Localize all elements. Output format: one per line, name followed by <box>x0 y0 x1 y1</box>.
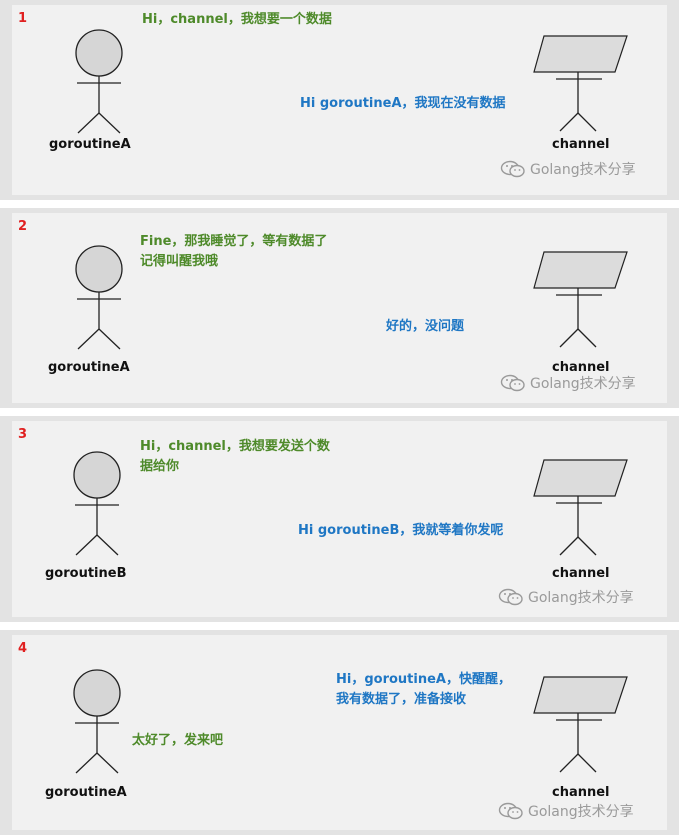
actor-message-line: Hi，channel，我想要一个数据 <box>142 12 332 27</box>
channel-label: channel <box>552 137 610 152</box>
channel-figure <box>533 676 628 773</box>
figure-head <box>73 669 121 717</box>
channel-box <box>533 676 628 714</box>
watermark: Golang技术分享 <box>498 587 634 607</box>
watermark-text: Golang技术分享 <box>528 804 634 820</box>
figure-right-leg <box>96 534 119 556</box>
figure-left-leg <box>75 752 98 774</box>
actor-message: Fine，那我睡觉了，等有数据了 记得叫醒我哦 <box>140 232 327 272</box>
actor-message: 太好了，发来吧 <box>132 731 223 751</box>
panel-2-background: 2 goroutineA Fine，那我睡觉了，等有数据了 记得叫醒我哦 好的，… <box>12 213 667 403</box>
channel-message-line: Hi，goroutineA，快醒醒， <box>336 672 511 687</box>
channel-message: Hi，goroutineA，快醒醒， 我有数据了，准备接收 <box>336 670 511 710</box>
panel-2: 2 goroutineA Fine，那我睡觉了，等有数据了 记得叫醒我哦 好的，… <box>0 208 679 408</box>
channel-message: Hi goroutineA，我现在没有数据 <box>300 94 506 114</box>
actor-message-line: 记得叫醒我哦 <box>140 254 219 269</box>
channel-left-leg <box>559 112 579 132</box>
actor-label: goroutineA <box>48 360 130 375</box>
actor-message-line: 据给你 <box>140 459 180 474</box>
step-number: 4 <box>18 641 28 656</box>
figure-head <box>73 451 121 499</box>
channel-message: 好的，没问题 <box>386 317 464 337</box>
channel-box <box>533 459 628 497</box>
watermark: Golang技术分享 <box>498 801 634 821</box>
actor-label: goroutineA <box>45 785 127 800</box>
channel-right-leg <box>577 328 597 348</box>
goroutine-stick-figure <box>73 451 121 556</box>
figure-head <box>75 245 123 293</box>
channel-label: channel <box>552 785 610 800</box>
figure-right-leg <box>96 752 119 774</box>
actor-message-line: 太好了，发来吧 <box>132 733 224 748</box>
channel-message-line: Hi goroutineB，我就等着你发呢 <box>298 523 504 538</box>
wechat-icon <box>500 160 525 178</box>
figure-right-leg <box>98 112 121 134</box>
channel-box <box>533 35 628 73</box>
panel-4-background: 4 goroutineA 太好了，发来吧 Hi，goroutineA，快醒醒， … <box>12 635 667 830</box>
goroutine-stick-figure <box>75 29 123 134</box>
step-number: 1 <box>18 11 28 26</box>
channel-right-leg <box>577 753 597 773</box>
figure-head <box>75 29 123 77</box>
channel-right-leg <box>577 536 597 556</box>
watermark: Golang技术分享 <box>500 159 636 179</box>
channel-message: Hi goroutineB，我就等着你发呢 <box>298 521 503 541</box>
panel-1: 1 goroutineA Hi，channel，我想要一个数据 Hi gorou… <box>0 0 679 200</box>
watermark: Golang技术分享 <box>500 373 636 393</box>
channel-left-leg <box>559 753 579 773</box>
goroutine-stick-figure <box>73 669 121 774</box>
wechat-icon <box>500 374 525 392</box>
channel-label: channel <box>552 360 610 375</box>
panel-3: 3 goroutineB Hi，channel，我想要发送个数 据给你 Hi g… <box>0 416 679 622</box>
actor-message: Hi，channel，我想要发送个数 据给你 <box>140 437 330 477</box>
figure-left-leg <box>75 534 98 556</box>
step-number: 2 <box>18 219 28 234</box>
channel-left-leg <box>559 536 579 556</box>
actor-message-line: Hi，channel，我想要发送个数 <box>140 439 330 454</box>
watermark-text: Golang技术分享 <box>530 162 636 178</box>
channel-message-line: Hi goroutineA，我现在没有数据 <box>300 96 506 111</box>
channel-figure <box>533 251 628 348</box>
panel-3-background: 3 goroutineB Hi，channel，我想要发送个数 据给你 Hi g… <box>12 421 667 617</box>
actor-message: Hi，channel，我想要一个数据 <box>142 10 332 30</box>
actor-label: goroutineA <box>49 137 131 152</box>
channel-figure <box>533 35 628 132</box>
channel-box <box>533 251 628 289</box>
watermark-text: Golang技术分享 <box>528 590 634 606</box>
panel-1-background: 1 goroutineA Hi，channel，我想要一个数据 Hi gorou… <box>12 5 667 195</box>
figure-left-leg <box>77 112 100 134</box>
watermark-text: Golang技术分享 <box>530 376 636 392</box>
step-number: 3 <box>18 427 28 442</box>
channel-left-leg <box>559 328 579 348</box>
panel-4: 4 goroutineA 太好了，发来吧 Hi，goroutineA，快醒醒， … <box>0 630 679 835</box>
channel-label: channel <box>552 566 610 581</box>
actor-message-line: Fine，那我睡觉了，等有数据了 <box>140 234 328 249</box>
figure-left-leg <box>77 328 100 350</box>
channel-figure <box>533 459 628 556</box>
channel-right-leg <box>577 112 597 132</box>
goroutine-stick-figure <box>75 245 123 350</box>
wechat-icon <box>498 588 523 606</box>
channel-message-line: 我有数据了，准备接收 <box>336 692 467 707</box>
figure-right-leg <box>98 328 121 350</box>
channel-message-line: 好的，没问题 <box>386 319 465 334</box>
wechat-icon <box>498 802 523 820</box>
actor-label: goroutineB <box>45 566 127 581</box>
